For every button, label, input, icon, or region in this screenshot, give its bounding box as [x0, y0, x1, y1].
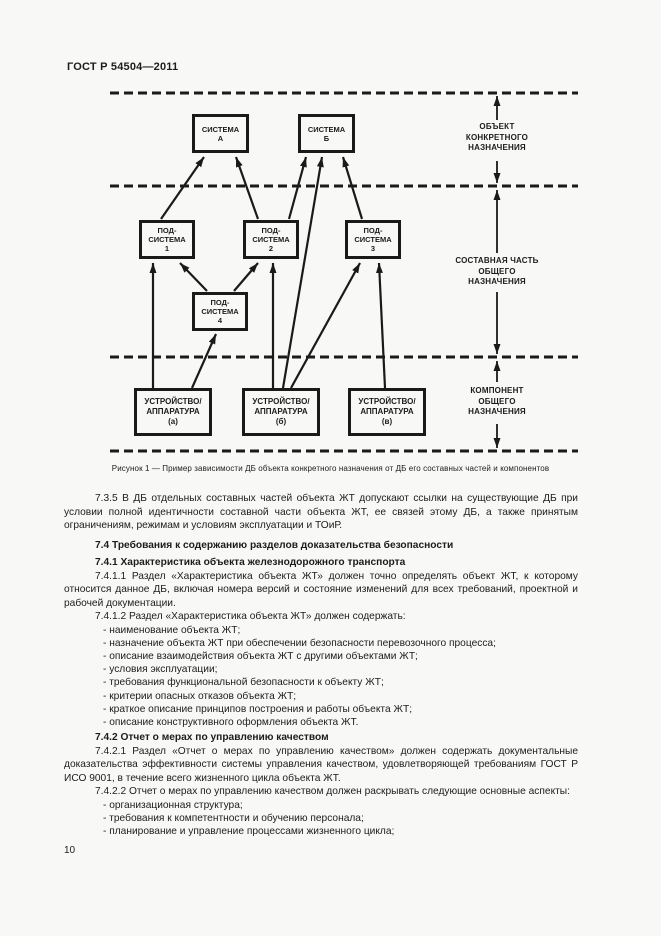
document-header: ГОСТ Р 54504—2011 [67, 61, 179, 73]
paragraph-7-4-2-2: 7.4.2.2 Отчет о мерах по управлению каче… [95, 786, 570, 798]
arrow-subsystem2-to-systemA [234, 156, 260, 220]
paragraph-7-4-1-2: 7.4.1.2 Раздел «Характеристика объекта Ж… [95, 611, 406, 622]
arrow-deviceB-to-systemB [281, 156, 324, 389]
arrow-deviceV-to-subsystem3 [375, 262, 387, 389]
list-item: - критерии опасных отказов объекта ЖТ; [103, 690, 297, 702]
box-subsystem-1: ПОД- СИСТЕМА 1 [139, 220, 195, 259]
heading-7-4: 7.4 Требования к содержанию разделов док… [95, 539, 454, 551]
box-device-b: УСТРОЙСТВО/ АППАРАТУРА (б) [242, 388, 320, 436]
box-subsystem-4: ПОД- СИСТЕМА 4 [192, 292, 248, 331]
list-item: - условия эксплуатации; [103, 664, 218, 676]
list-item: - описание взаимодействия объекта ЖТ с д… [103, 650, 418, 662]
figure-caption: Рисунок 1 — Пример зависимости ДБ объект… [111, 464, 550, 473]
box-system-a: СИСТЕМА А [192, 114, 249, 153]
list-item: - наименование объекта ЖТ; [103, 624, 241, 636]
arrow-deviceB-to-subsystem3 [290, 262, 361, 389]
box-system-b: СИСТЕМА Б [298, 114, 355, 153]
list-7-4-2: - организационная структура; - требовани… [64, 799, 578, 839]
arrow-subsystem4-to-subsystem2 [233, 262, 259, 292]
page-number: 10 [64, 845, 76, 856]
zone-label-general-part: СОСТАВНАЯ ЧАСТЬ ОБЩЕГО НАЗНАЧЕНИЯ [455, 256, 539, 286]
zone-label-general-component: КОМПОНЕНТ ОБЩЕГО НАЗНАЧЕНИЯ [468, 386, 526, 416]
arrow-subsystem3-to-systemB [341, 156, 364, 220]
paragraph-7-4-1-1: 7.4.1.1 Раздел «Характеристика объекта Ж… [64, 570, 578, 609]
box-subsystem-3: ПОД- СИСТЕМА 3 [345, 220, 401, 259]
arrow-deviceA-to-subsystem4 [190, 333, 218, 389]
zone-label-specific-object: ОБЪЕКТ КОНКРЕТНОГО НАЗНАЧЕНИЯ [465, 122, 529, 152]
box-subsystem-2: ПОД- СИСТЕМА 2 [243, 220, 299, 259]
arrow-subsystem1-to-systemA [160, 156, 205, 220]
list-item: - описание конструктивного оформления об… [103, 716, 359, 728]
list-item: - требования к компетентности и обучению… [103, 812, 364, 824]
list-item: - требования функциональной безопасности… [103, 677, 384, 689]
paragraph-7-3-5: 7.3.5 В ДБ отдельных составных частей об… [64, 493, 578, 531]
paragraph-7-4-2-1: 7.4.2.1 Раздел «Отчет о мерах по управле… [64, 745, 578, 784]
arrow-subsystem2-to-systemB [287, 156, 308, 220]
figure-diagram [110, 91, 578, 453]
list-item: - организационная структура; [103, 799, 243, 811]
body-text: 7.3.5 В ДБ отдельных составных частей об… [64, 492, 578, 838]
list-7-4-1: - наименование объекта ЖТ; - назначение … [64, 624, 578, 730]
heading-7-4-1: 7.4.1 Характеристика объекта железнодоро… [95, 557, 406, 568]
box-device-a: УСТРОЙСТВО/ АППАРАТУРА (а) [134, 388, 212, 436]
arrow-subsystem4-to-subsystem1 [179, 262, 208, 292]
list-item: - краткое описание принципов построения … [103, 703, 413, 715]
list-item: - планирование и управление процессами ж… [103, 826, 395, 838]
list-item: - назначение объекта ЖТ при обеспечении … [103, 637, 496, 649]
box-device-v: УСТРОЙСТВО/ АППАРАТУРА (в) [348, 388, 426, 436]
heading-7-4-2: 7.4.2 Отчет о мерах по управлению качест… [95, 732, 329, 744]
